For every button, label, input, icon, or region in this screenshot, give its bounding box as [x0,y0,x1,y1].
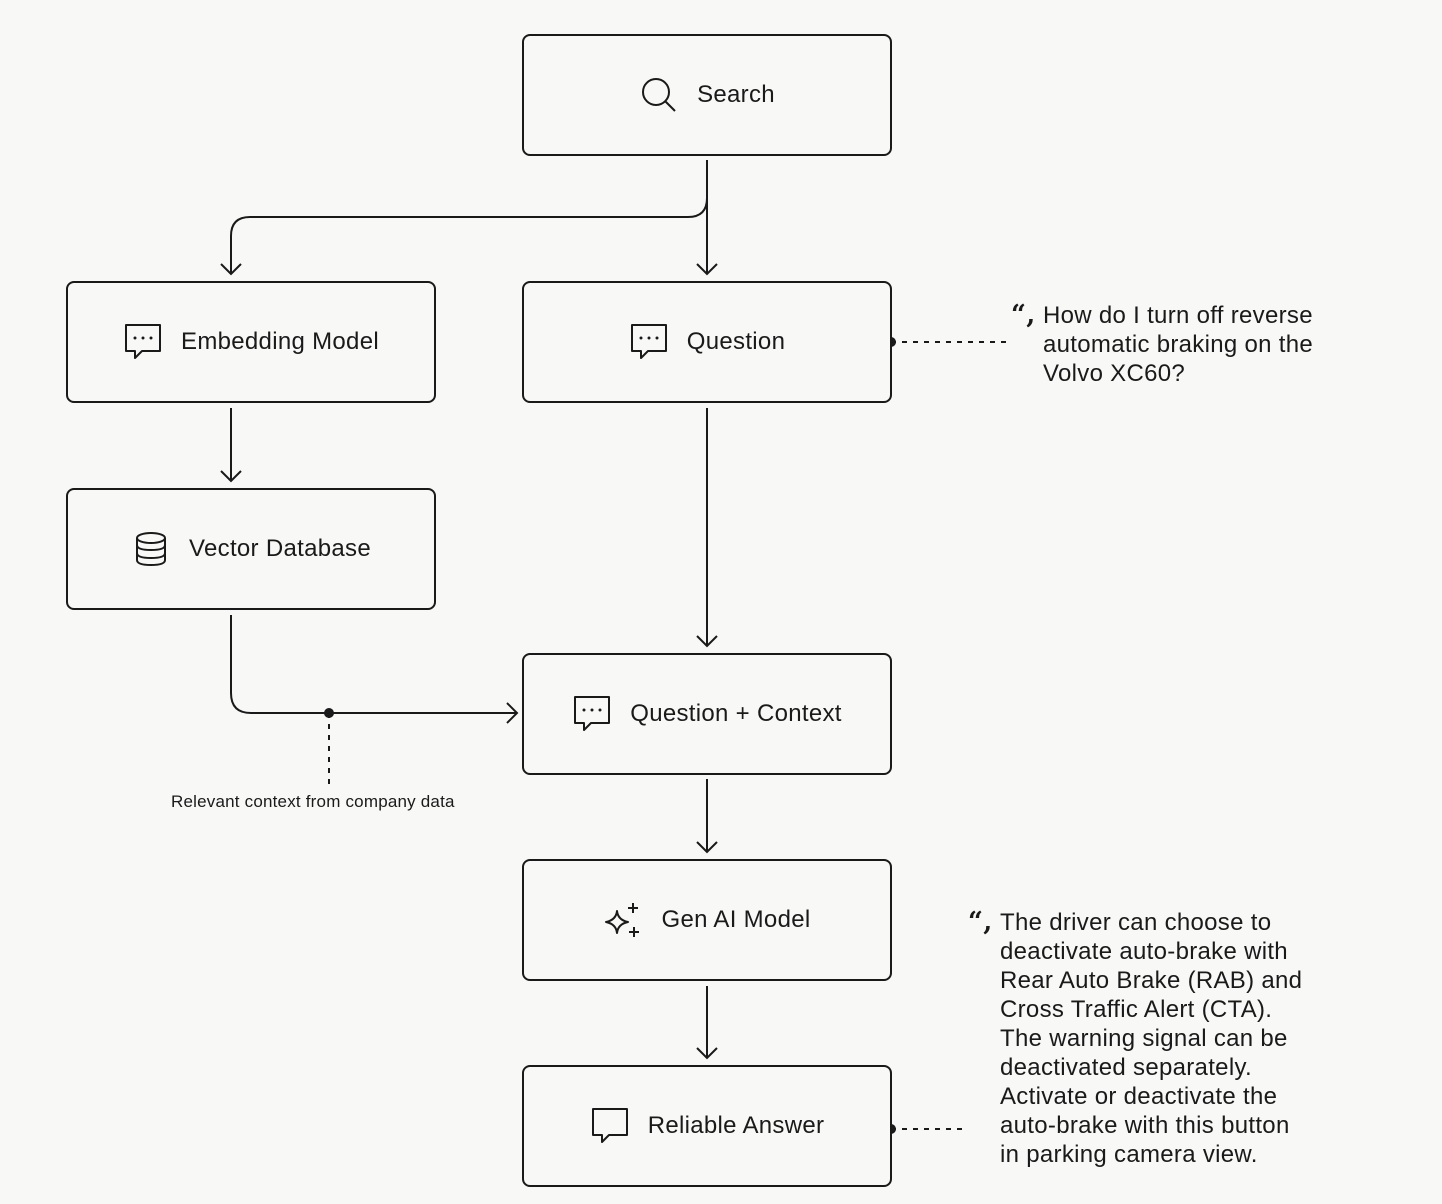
quote-icon: “, [1011,300,1036,330]
reliable-answer-label: Reliable Answer [647,1112,825,1139]
chat-bubble-icon [123,322,163,362]
arrow-vectordb-to-context [230,615,519,724]
question-label: Question [686,328,786,355]
database-icon [131,529,171,569]
embedding-model-node: Embedding Model [66,281,436,403]
gen-ai-model-label: Gen AI Model [661,906,811,933]
vector-database-label: Vector Database [189,535,371,562]
question-context-label: Question + Context [630,700,842,727]
embedding-model-label: Embedding Model [181,328,379,355]
question-quote: “, How do I turn off reverse automatic b… [1011,301,1373,388]
quote-icon: “, [968,907,993,937]
search-icon [639,75,679,115]
question-quote-text: How do I turn off reverse automatic brak… [1043,302,1314,387]
context-caption: Relevant context from company data [171,792,455,811]
arrow-search-to-embedding [220,160,708,276]
dot-context [324,708,334,718]
question-node: Question [522,281,892,403]
answer-quote: “, The driver can choose to deactivate a… [968,908,1340,1169]
sparkle-icon [603,900,643,940]
search-node: Search [522,34,892,156]
gen-ai-model-node: Gen AI Model [522,859,892,981]
question-context-node: Question + Context [522,653,892,775]
vector-database-node: Vector Database [66,488,436,610]
reliable-answer-node: Reliable Answer [522,1065,892,1187]
message-icon [590,1106,630,1146]
chat-bubble-icon [629,322,669,362]
chat-bubble-icon [572,694,612,734]
search-label: Search [697,81,775,108]
answer-quote-text: The driver can choose to deactivate auto… [1000,909,1303,1168]
